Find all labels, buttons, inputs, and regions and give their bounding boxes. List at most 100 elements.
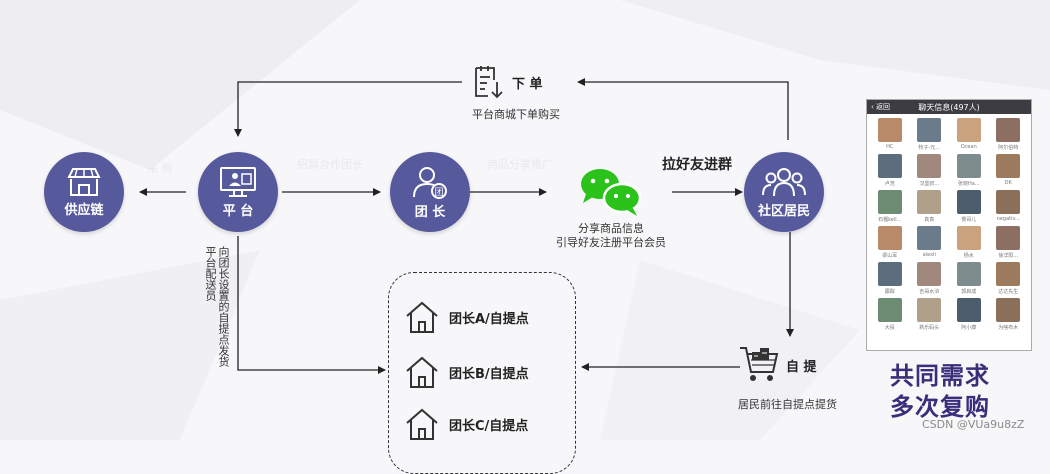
slogan-line-2: 多次复购 (890, 393, 990, 421)
member-name: 达达先生 (998, 289, 1019, 294)
member-item[interactable]: 吉哥水浒 (910, 262, 950, 294)
node-community-resident: 社区居民 (744, 152, 824, 232)
avatar (917, 190, 942, 214)
avatar (917, 154, 942, 178)
member-item[interactable]: 为啥布木 (989, 298, 1029, 330)
pickup-point-b: 团长B/自提点 (405, 355, 529, 389)
member-item[interactable]: 卢浩 (870, 154, 910, 186)
svg-text:团: 团 (434, 187, 443, 198)
house-icon (406, 356, 438, 388)
member-item[interactable]: 跟踪 (870, 262, 910, 294)
pickup-description: 居民前往自提点提货 (738, 398, 837, 411)
order-document-icon (475, 66, 503, 99)
avatar (917, 226, 942, 250)
chat-title-bar: ‹ 返回 聊天信息(497人) (867, 100, 1031, 114)
avatar (956, 190, 981, 214)
member-item[interactable]: 新乐码头 (910, 298, 950, 330)
member-item[interactable]: 杨水 (949, 226, 989, 258)
house-icon (406, 301, 438, 333)
avatar (996, 154, 1021, 178)
member-name: 杨水 (963, 253, 974, 258)
wechat-icon (581, 169, 642, 216)
order-title: 下 单 (512, 77, 543, 92)
member-grid: HC 牧子-元... Ocean 阿尔伯特卢浩 汉堡叔... 张晓Ha... DK 石榴kel… (867, 114, 1031, 334)
footer-watermark: CSDN @VUa9u8zZ (922, 418, 1025, 431)
member-name: 为啥布木 (998, 325, 1019, 330)
pickup-point-b-label: 团长B/自提点 (449, 366, 529, 382)
avatar (877, 154, 902, 178)
avatar (877, 298, 902, 322)
pickup-point-c-label: 团长C/自提点 (449, 418, 529, 434)
member-name: negativ... (996, 216, 1020, 222)
member-name: DK (1004, 180, 1012, 186)
delivery-text-left: 平台配送员 (204, 246, 217, 301)
node-supply-label: 供应链 (64, 202, 104, 218)
member-item[interactable]: alexli (910, 226, 950, 258)
member-item[interactable]: 阿小康 (949, 298, 989, 330)
avatar (877, 226, 902, 250)
member-name: 阿尔伯特 (998, 145, 1019, 150)
avatar (877, 118, 902, 142)
background-shapes (0, 0, 1050, 440)
member-item[interactable]: 石榴kell... (870, 190, 910, 222)
pickup-point-a: 团长A/自提点 (405, 300, 529, 334)
member-item[interactable]: Ocean (949, 118, 989, 150)
node-leader-label: 团 长 (414, 204, 446, 220)
store-icon (67, 167, 101, 196)
member-name: 牧子-元... (918, 145, 941, 150)
slogan-line-1: 共同需求 (890, 362, 990, 390)
member-name: 郭启成 (961, 289, 977, 294)
pickup-point-a-label: 团长A/自提点 (449, 311, 529, 327)
node-platform: 平 台 (198, 152, 278, 232)
member-name: 真真 (924, 217, 935, 222)
member-item[interactable]: 大役 (870, 298, 910, 330)
pickup-point-c: 团长C/自提点 (405, 407, 528, 441)
node-supply-chain: 供应链 (44, 152, 124, 232)
chat-title: 聊天信息(497人) (918, 102, 980, 112)
chat-back-button[interactable]: ‹ 返回 (871, 103, 891, 111)
member-item[interactable]: 牧子-元... (910, 118, 950, 150)
node-platform-label: 平 台 (222, 203, 254, 219)
member-name: 梁山军 (882, 253, 898, 258)
member-item[interactable]: HC (870, 118, 910, 150)
member-name: 跟踪 (884, 289, 895, 294)
member-item[interactable]: 徐洋阳... (989, 226, 1029, 258)
member-item[interactable]: DK (989, 154, 1029, 186)
member-name: Ocean (960, 144, 977, 150)
avatar (956, 298, 981, 322)
share-line-2: 引导好友注册平台会员 (556, 236, 666, 249)
member-name: 卢浩 (884, 181, 895, 186)
member-item[interactable]: 张晓Ha... (949, 154, 989, 186)
member-item[interactable]: 汉堡叔... (910, 154, 950, 186)
avatar (956, 262, 981, 286)
member-item[interactable]: 阿尔伯特 (989, 118, 1029, 150)
member-item[interactable]: 达达先生 (989, 262, 1029, 294)
member-item[interactable]: negativ... (989, 190, 1029, 222)
member-item[interactable]: 慢哥儿 (949, 190, 989, 222)
house-icon (406, 408, 438, 440)
share-line-1: 分享商品信息 (578, 222, 644, 235)
avatar (956, 118, 981, 142)
group-people-icon (762, 167, 806, 196)
label-purchase: 采 购 (147, 162, 173, 175)
member-name: 慢哥儿 (961, 217, 977, 222)
member-item[interactable]: 梁山军 (870, 226, 910, 258)
chat-info-screenshot: ‹ 返回 聊天信息(497人) HC 牧子-元... Ocean 阿尔伯特卢浩 汉堡叔.… (866, 99, 1032, 351)
node-group-leader: 团 团 长 (390, 152, 470, 232)
member-name: 汉堡叔... (919, 181, 940, 186)
invite-to-group-label: 拉好友进群 (662, 157, 732, 173)
shopping-cart-icon (740, 347, 779, 381)
avatar (996, 190, 1021, 214)
avatar (956, 226, 981, 250)
member-item[interactable]: 真真 (910, 190, 950, 222)
label-recruit-leaders: 招募合作团长 (297, 158, 363, 171)
avatar (877, 262, 902, 286)
avatar (917, 298, 942, 322)
member-item[interactable]: 郭启成 (949, 262, 989, 294)
leader-person-icon: 团 (413, 166, 447, 199)
member-name: 张晓Ha... (957, 181, 980, 186)
label-share-promotion: 商品分享推广 (487, 158, 553, 171)
avatar (917, 118, 942, 142)
avatar (996, 226, 1021, 250)
member-name: 徐洋阳... (998, 253, 1019, 258)
